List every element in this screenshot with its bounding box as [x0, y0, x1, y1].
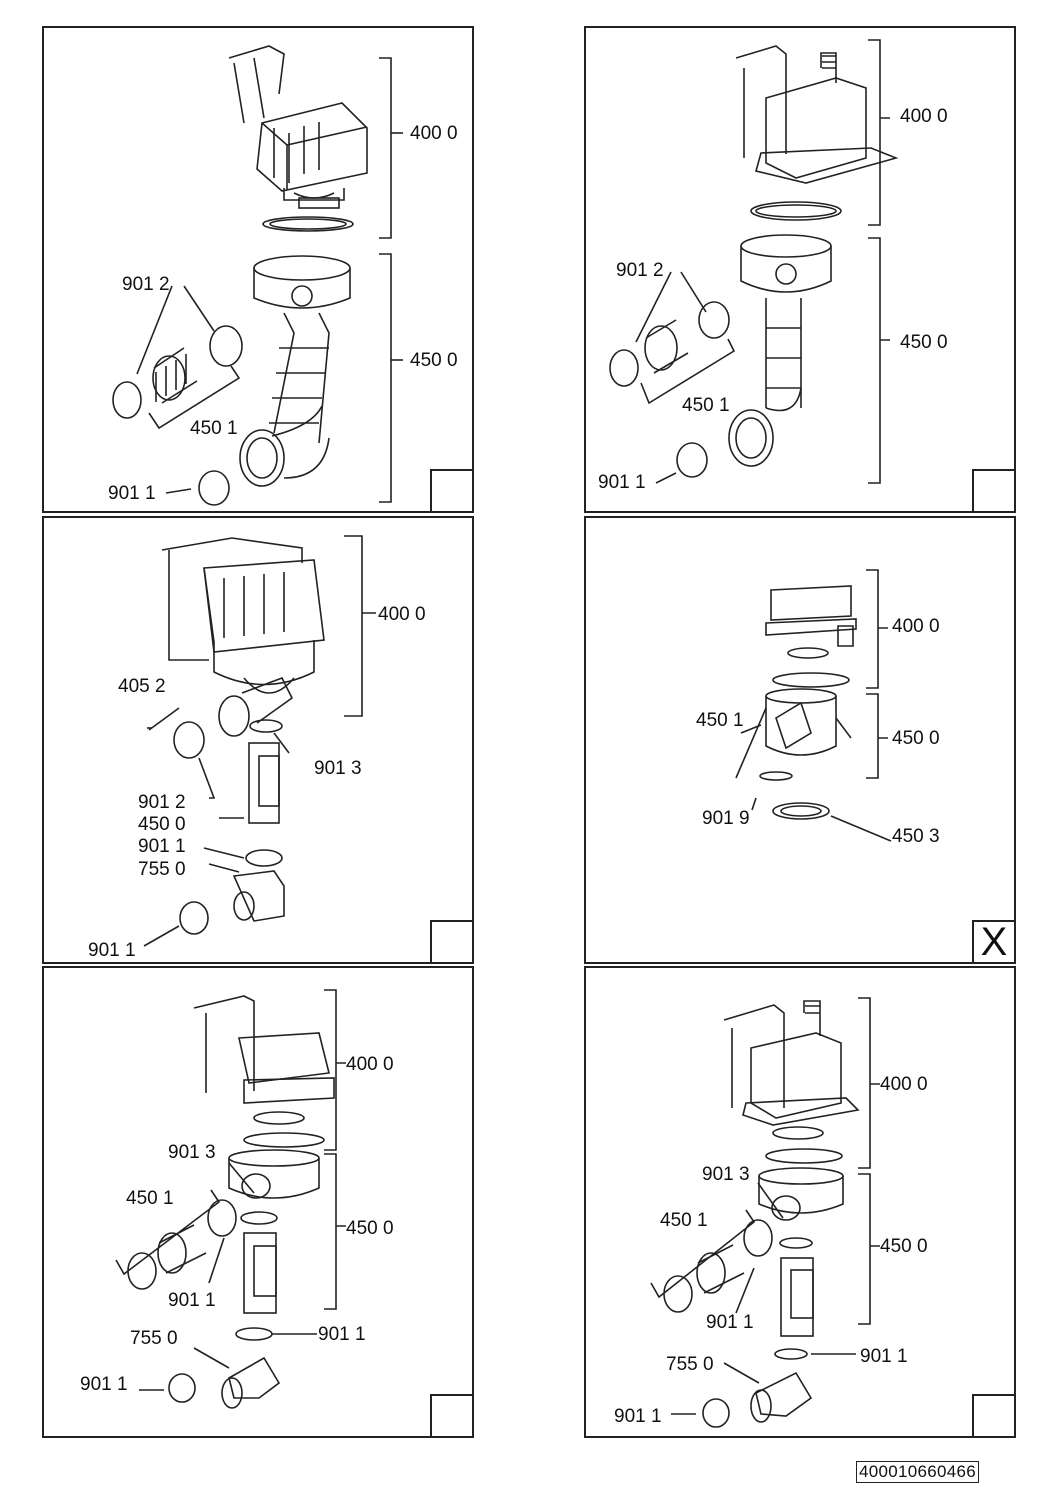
part-label: 901 2 — [616, 260, 664, 281]
part-label: 901 2 — [138, 792, 186, 813]
diagram-panel-4: 400 0 450 0 450 1 901 9 450 3 X — [584, 516, 1016, 964]
part-label: 400 0 — [410, 123, 458, 144]
part-label: 901 1 — [108, 483, 156, 504]
part-label: 400 0 — [880, 1074, 928, 1095]
part-label: 901 1 — [80, 1374, 128, 1395]
part-label: 755 0 — [130, 1328, 178, 1349]
document-id: 400010660466 — [856, 1461, 980, 1483]
corner-box: X — [972, 920, 1016, 964]
part-label: 450 0 — [410, 350, 458, 371]
part-label: 450 1 — [696, 710, 744, 731]
pump-assembly-drawing-6 — [650, 997, 880, 1428]
part-label: 450 0 — [138, 814, 186, 835]
part-label: 755 0 — [138, 859, 186, 880]
diagram-panel-3: 400 0 405 2 901 3 901 2 450 0 901 1 755 … — [42, 516, 474, 964]
part-label: 450 1 — [126, 1188, 174, 1209]
pump-assembly-drawing-1 — [112, 45, 403, 506]
corner-box — [430, 469, 474, 513]
part-label: 901 3 — [168, 1142, 216, 1163]
pump-assembly-drawing-4 — [735, 569, 892, 842]
part-label: 400 0 — [892, 616, 940, 637]
part-label: 450 3 — [892, 826, 940, 847]
part-label: 405 2 — [118, 676, 166, 697]
part-label: 400 0 — [900, 106, 948, 127]
part-label: 450 0 — [892, 728, 940, 749]
corner-box — [430, 920, 474, 964]
pump-assembly-drawing-2 — [609, 39, 899, 484]
part-label: 755 0 — [666, 1354, 714, 1375]
part-label: 450 0 — [880, 1236, 928, 1257]
part-label: 400 0 — [346, 1054, 394, 1075]
part-label: 901 1 — [598, 472, 646, 493]
part-label: 450 1 — [190, 418, 238, 439]
diagram-panel-5: 400 0 450 0 901 3 450 1 901 1 901 1 755 … — [42, 966, 474, 1438]
part-label: 901 3 — [314, 758, 362, 779]
part-label: 901 1 — [138, 836, 186, 857]
part-label: 450 1 — [682, 395, 730, 416]
part-label: 901 1 — [318, 1324, 366, 1345]
part-label: 901 1 — [860, 1346, 908, 1367]
part-label: 901 1 — [614, 1406, 662, 1427]
part-label: 901 3 — [702, 1164, 750, 1185]
part-label: 901 1 — [706, 1312, 754, 1333]
part-label: 901 9 — [702, 808, 750, 829]
corner-box — [430, 1394, 474, 1438]
part-label: 450 0 — [346, 1218, 394, 1239]
part-label: 450 1 — [660, 1210, 708, 1231]
part-label: 901 1 — [88, 940, 136, 961]
corner-box — [972, 469, 1016, 513]
part-label: 901 1 — [168, 1290, 216, 1311]
part-label: 901 2 — [122, 274, 170, 295]
diagram-panel-1: 400 0 450 0 901 2 450 1 901 1 — [42, 26, 474, 513]
corner-box — [972, 1394, 1016, 1438]
pump-assembly-drawing-5 — [115, 989, 346, 1409]
pump-assembly-drawing-3 — [143, 535, 376, 947]
part-label: 450 0 — [900, 332, 948, 353]
diagram-panel-6: 400 0 450 0 901 3 450 1 901 1 901 1 755 … — [584, 966, 1016, 1438]
part-label: 400 0 — [378, 604, 426, 625]
diagram-panel-2: 400 0 450 0 901 2 450 1 901 1 — [584, 26, 1016, 513]
